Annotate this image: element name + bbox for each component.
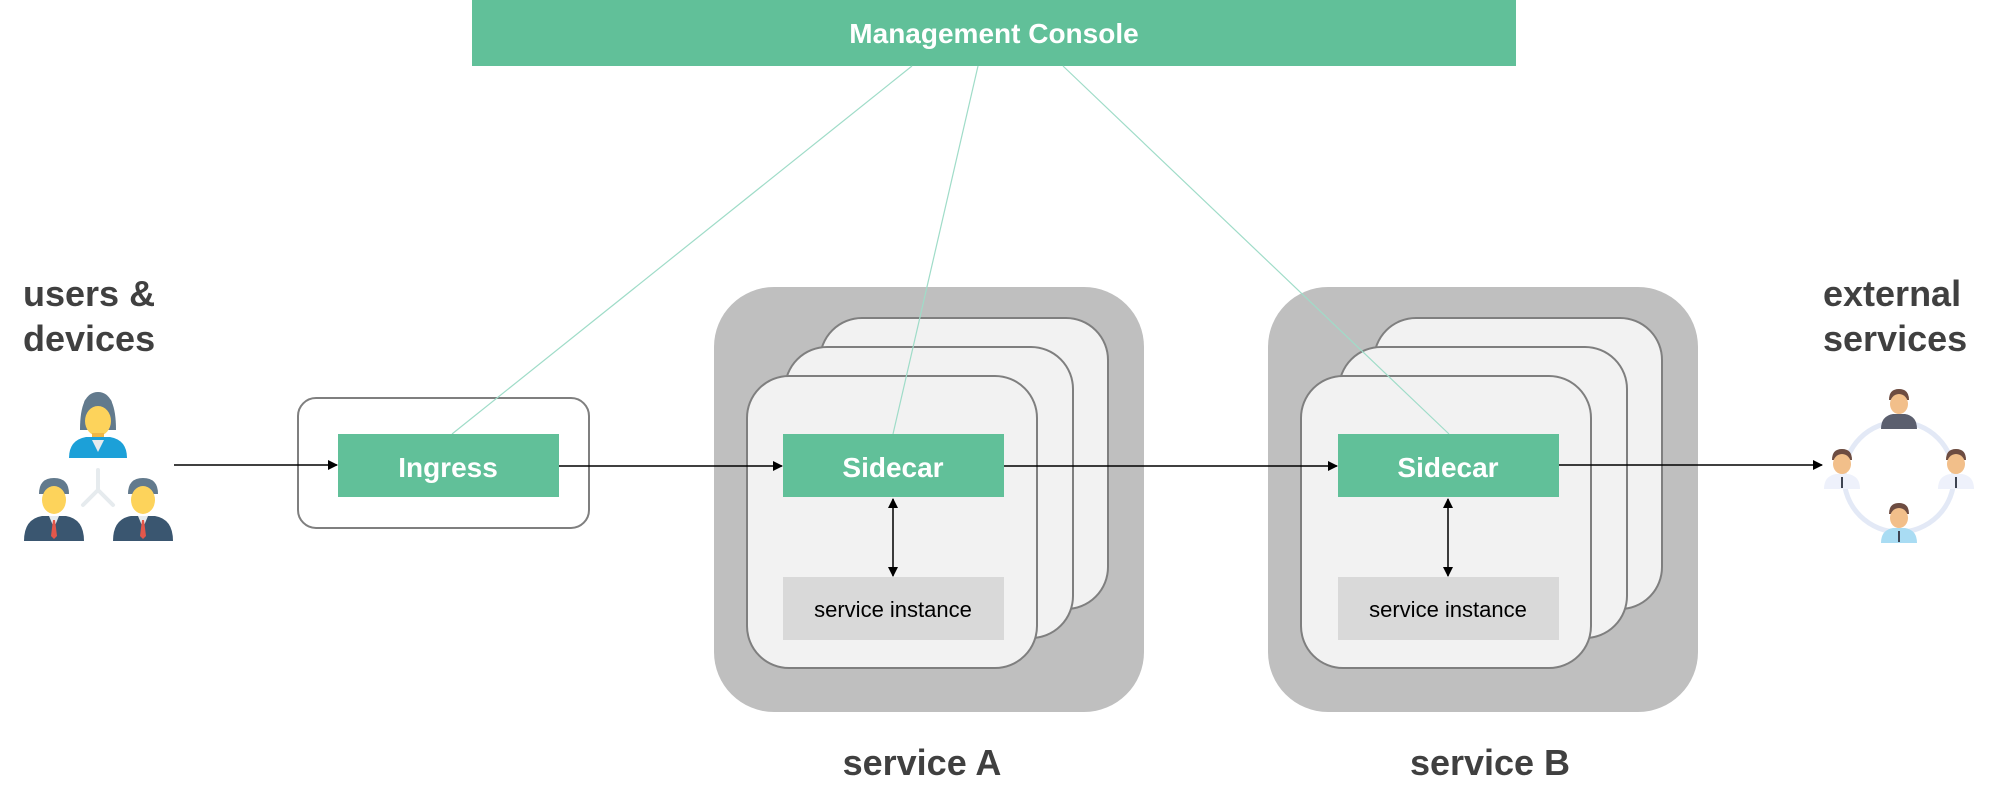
sidecar-b-node[interactable]: Sidecar (1338, 434, 1559, 497)
ingress-box[interactable] (338, 434, 559, 497)
service-a-group: service instance (714, 287, 1144, 712)
person-icon (1824, 449, 1860, 489)
flow-arrows (174, 460, 1823, 577)
sidecar-a-box[interactable] (783, 434, 1004, 497)
service-b-instance-label: service instance (1369, 597, 1527, 622)
external-label-line1: external (1823, 273, 1961, 314)
service-b-group: service instance (1268, 287, 1698, 712)
connector-console-to-ingress (451, 65, 913, 435)
service-a-instance-label: service instance (814, 597, 972, 622)
man-user-icon (24, 478, 84, 541)
service-b-instance-box[interactable] (1338, 577, 1559, 640)
control-connectors (451, 65, 1450, 435)
sidecar-a-label: Sidecar (842, 452, 943, 483)
management-console-box[interactable] (472, 0, 1516, 66)
connector-console-to-sidecar-a (892, 65, 979, 435)
man-user-icon (113, 478, 173, 541)
sidecar-b-box[interactable] (1338, 434, 1559, 497)
management-console[interactable]: Management Console (472, 0, 1516, 66)
connector-console-to-sidecar-b (1062, 65, 1450, 435)
service-b-label: service B (1410, 742, 1570, 783)
ingress-node[interactable]: Ingress (338, 434, 559, 497)
ingress-label: Ingress (398, 452, 498, 483)
users-group-icon (24, 392, 173, 541)
person-icon (1938, 449, 1974, 489)
external-label-line2: services (1823, 318, 1967, 359)
external-network-icon (1824, 389, 1974, 543)
person-icon (1881, 503, 1917, 543)
management-console-label: Management Console (849, 18, 1138, 49)
person-icon (1881, 389, 1917, 429)
sidecar-b-label: Sidecar (1397, 452, 1498, 483)
users-label-line2: devices (23, 318, 155, 359)
users-connector-icon (81, 468, 115, 507)
users-label-line1: users & (23, 273, 155, 314)
service-a-label: service A (843, 742, 1002, 783)
woman-user-icon (69, 392, 127, 458)
service-a-instance-box[interactable] (783, 577, 1004, 640)
sidecar-a-node[interactable]: Sidecar (783, 434, 1004, 497)
